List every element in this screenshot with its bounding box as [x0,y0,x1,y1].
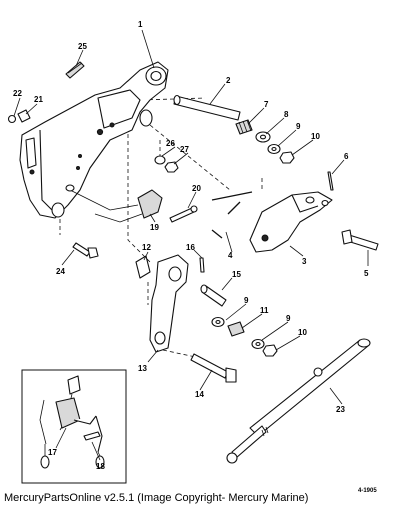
callout-11: 11 [260,306,269,315]
callout-14: 14 [195,390,204,399]
switch-harness [65,184,163,223]
callout-12: 12 [142,243,151,252]
grease-fitting [227,321,245,337]
stud [65,61,85,79]
washer-9-upper [267,143,281,155]
bolt-24 [72,242,99,259]
callout-19: 19 [150,223,159,232]
callout-27: 27 [180,145,189,154]
callout-16: 16 [186,243,195,252]
washer-9-lower [251,338,265,350]
main-bracket [19,61,169,219]
callout-20: 20 [192,184,201,193]
callout-9-lower: 9 [286,314,291,323]
pin-15 [200,284,227,307]
callout-5: 5 [364,269,369,278]
callout-10-upper: 10 [311,132,320,141]
callout-1: 1 [138,20,143,29]
callout-21: 21 [34,95,43,104]
cotter-pin [327,171,334,191]
copyright-caption: MercuryPartsOnline v2.5.1 (Image Copyrig… [4,492,308,504]
callout-25: 25 [78,42,87,51]
nut-and-washer-left [7,109,31,124]
callout-10-lower: 10 [298,328,307,337]
callout-6: 6 [344,152,349,161]
callout-18: 18 [96,462,105,471]
callout-23: 23 [336,405,345,414]
callout-labels: 1 2 7 8 9 10 6 25 22 21 26 27 20 19 4 3 … [13,20,369,471]
washer-9-middle [211,316,225,328]
leader-lines [13,29,369,461]
callout-17: 17 [48,448,57,457]
washer-and-nut-center [154,155,179,173]
bolt-5 [341,229,379,251]
callout-2: 2 [226,76,231,85]
callout-7: 7 [264,100,269,109]
nut-10-lower [262,344,278,357]
callout-22: 22 [13,89,22,98]
clip-12 [135,255,151,279]
callout-9-upper: 9 [296,122,301,131]
swivel-bracket [249,191,333,253]
callout-3: 3 [302,257,307,266]
callout-9-middle: 9 [244,296,249,305]
pin-16 [199,257,205,273]
pivot-shaft [173,94,241,121]
callout-13: 13 [138,364,147,373]
nut-10-upper [279,151,295,164]
tilt-tube [226,338,371,464]
washer-8 [255,131,271,143]
callout-15: 15 [232,270,241,279]
screw-20 [169,205,198,223]
bolt-14 [190,353,237,383]
callout-4: 4 [228,251,233,260]
inset-detail [21,369,127,484]
tilt-lever [149,254,189,353]
pins [211,191,253,239]
callout-24: 24 [56,267,65,276]
drawing-number: 4-1905 [358,488,377,494]
callout-8: 8 [284,110,289,119]
callout-26: 26 [166,139,175,148]
